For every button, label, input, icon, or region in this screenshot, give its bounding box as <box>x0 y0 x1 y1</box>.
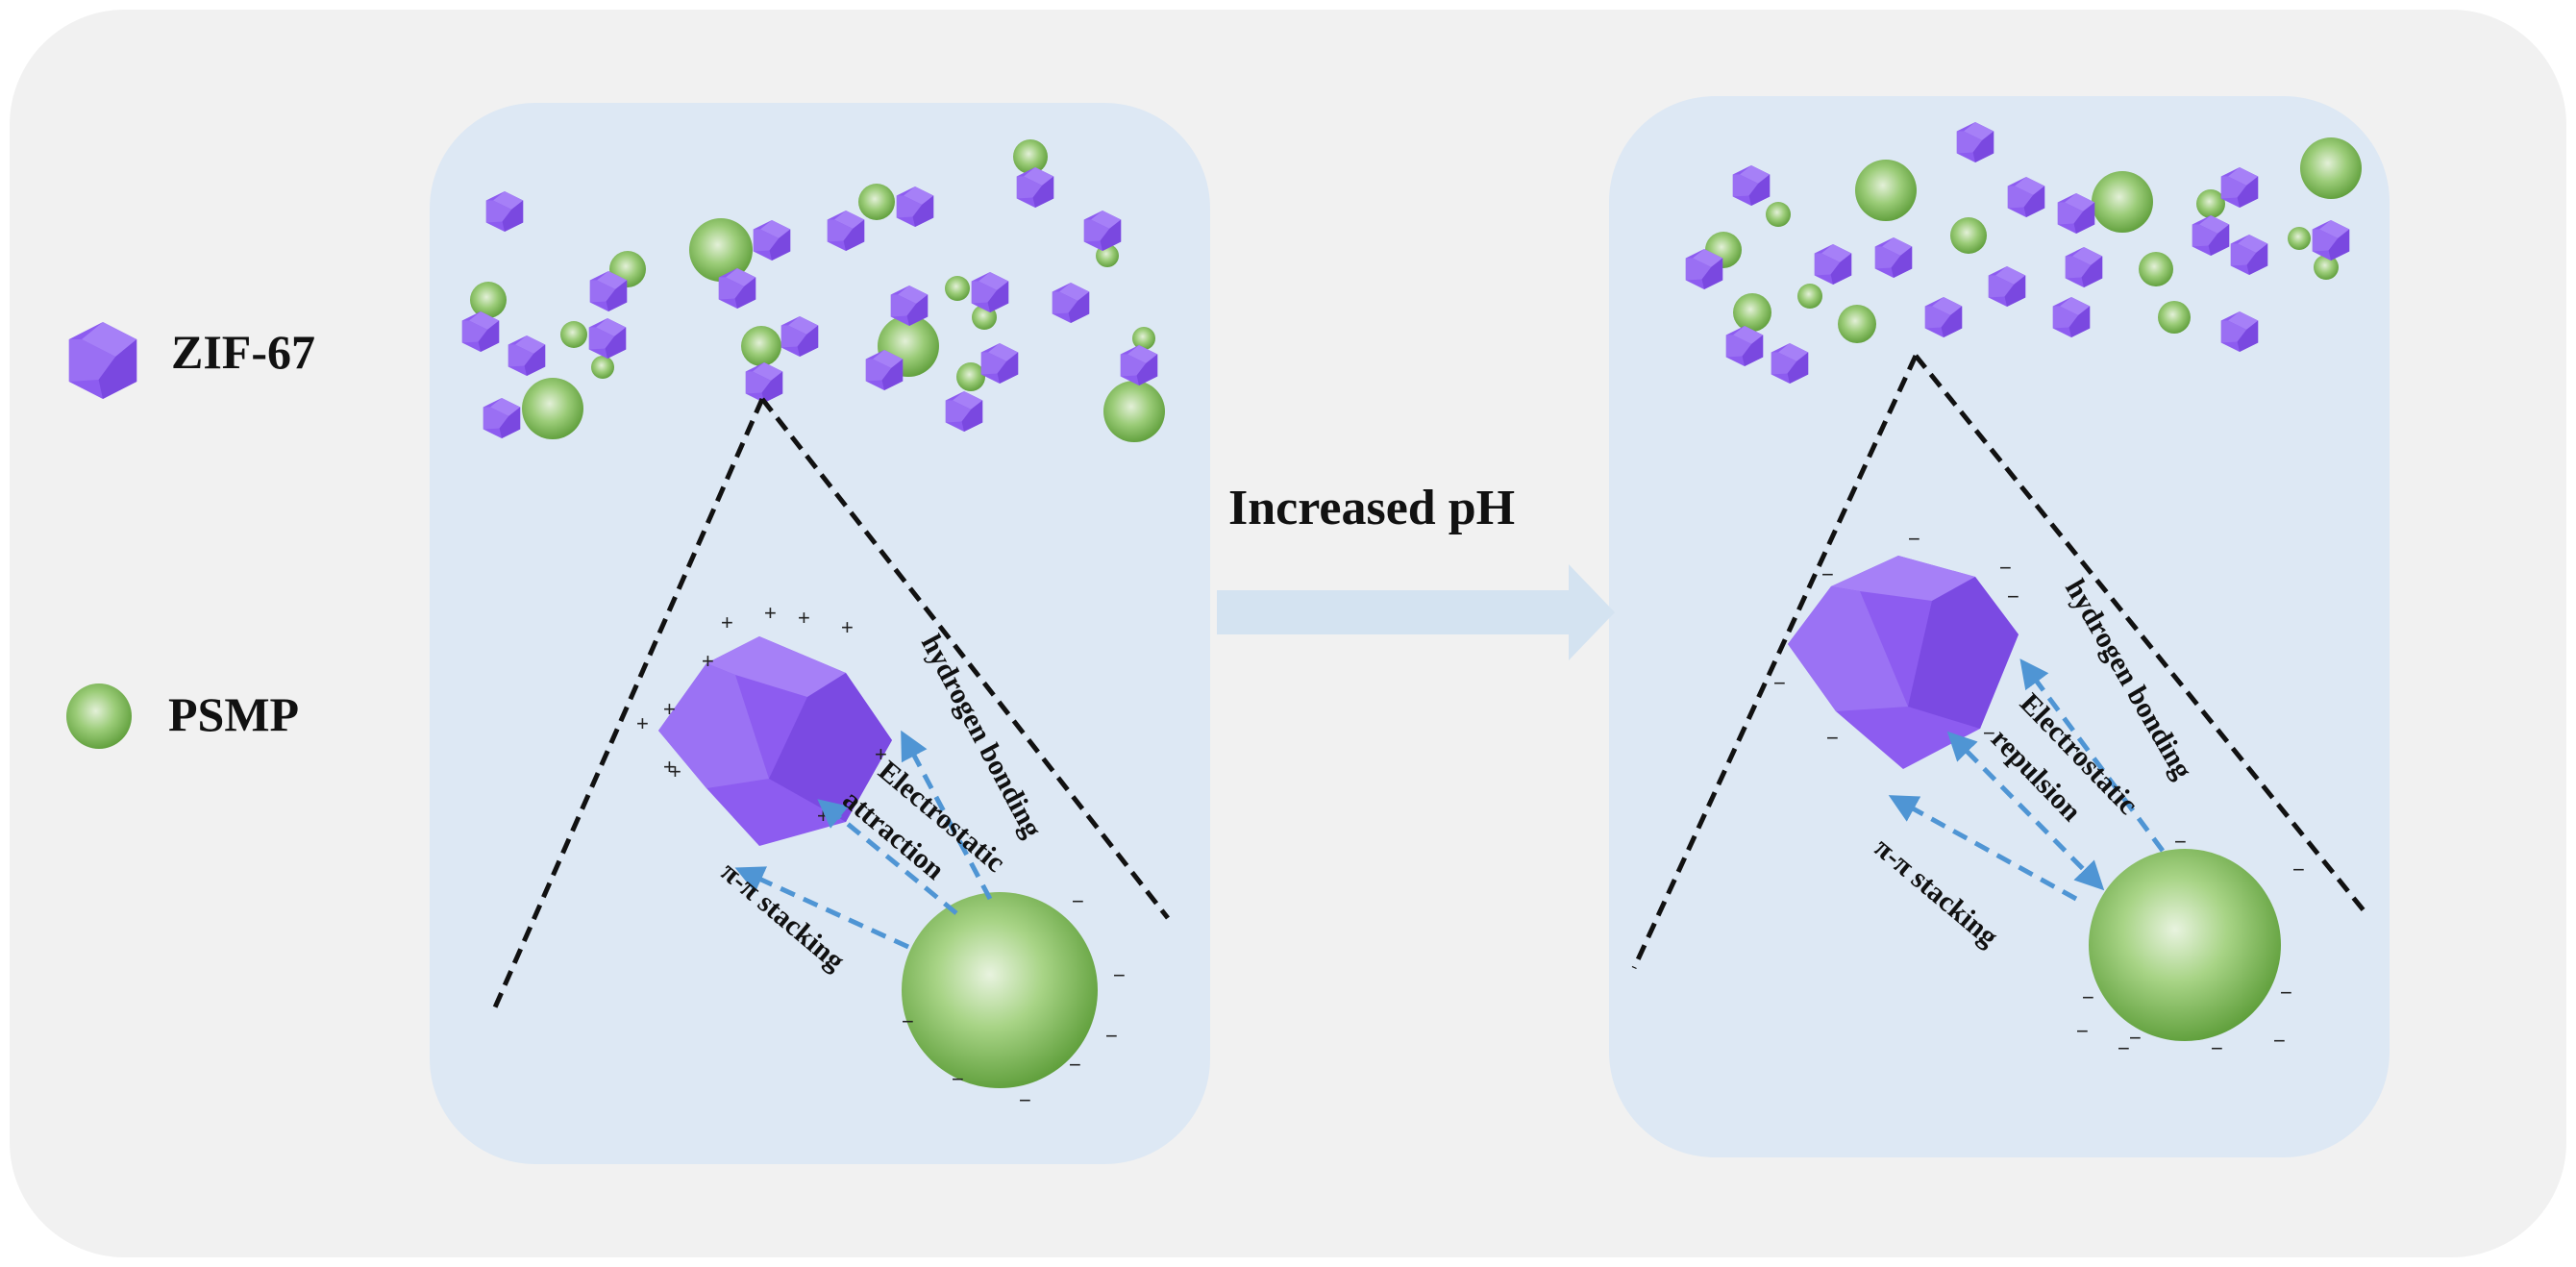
svg-text:+: + <box>702 649 714 673</box>
svg-text:−: − <box>1773 671 1786 695</box>
svg-text:+: + <box>663 755 676 779</box>
svg-text:+: + <box>875 742 887 766</box>
svg-text:−: − <box>1908 527 1920 551</box>
low-ph-psmp-charges: − − − − − − − <box>902 889 1126 1112</box>
svg-text:+: + <box>663 697 676 721</box>
legend-psmp-label: PSMP <box>168 687 299 741</box>
svg-text:+: + <box>798 606 810 630</box>
increased-ph-label: Increased pH <box>1228 481 1515 535</box>
legend: ZIF-67 PSMP <box>66 322 315 749</box>
svg-text:−: − <box>2118 1036 2130 1060</box>
high-ph-particle-cloud <box>1685 122 2362 384</box>
svg-text:−: − <box>2211 1036 2223 1060</box>
increased-ph-arrow <box>1217 564 1615 660</box>
low-ph-zif67-crystal <box>658 636 892 846</box>
svg-text:+: + <box>669 759 681 783</box>
svg-text:+: + <box>841 615 854 639</box>
low-ph-zoom-lines <box>492 397 1170 1009</box>
high-ph-zif67-crystal <box>1788 556 2019 769</box>
svg-text:+: + <box>817 804 830 828</box>
svg-text:−: − <box>2076 1019 2089 1043</box>
legend-zif67-label: ZIF-67 <box>171 325 315 379</box>
svg-text:−: − <box>2280 981 2292 1005</box>
svg-text:−: − <box>2082 985 2094 1009</box>
svg-text:−: − <box>1999 556 2012 580</box>
svg-text:+: + <box>764 601 777 625</box>
high-ph-psmp-sphere <box>2089 849 2281 1041</box>
svg-text:−: − <box>2174 830 2187 854</box>
high-ph-interaction-arrows <box>1888 658 2166 902</box>
svg-text:−: − <box>1821 562 1834 586</box>
psmp-sphere-icon <box>66 683 132 749</box>
high-ph-psmp-charges: − − − − − − − − − <box>2076 830 2305 1060</box>
svg-text:−: − <box>1826 726 1839 750</box>
low-ph-particle-cloud <box>461 139 1165 442</box>
svg-text:−: − <box>1069 1053 1081 1077</box>
svg-text:+: + <box>636 711 649 735</box>
svg-text:+: + <box>721 610 733 634</box>
svg-text:−: − <box>1113 963 1126 987</box>
low-ph-psmp-sphere <box>902 892 1098 1088</box>
svg-text:−: − <box>2292 857 2305 882</box>
svg-text:−: − <box>1105 1024 1118 1048</box>
high-ph-zoom-lines <box>1631 354 2369 970</box>
svg-text:−: − <box>1072 889 1084 913</box>
svg-text:−: − <box>1019 1088 1031 1112</box>
high-ph-zif67-charges: − − − − − − − <box>1773 527 2019 750</box>
svg-text:−: − <box>2273 1029 2286 1053</box>
svg-text:−: − <box>902 1009 914 1033</box>
svg-text:−: − <box>952 1067 964 1091</box>
svg-text:−: − <box>2129 1026 2142 1050</box>
low-ph-interaction-arrows <box>734 730 993 950</box>
svg-text:−: − <box>2007 584 2019 609</box>
